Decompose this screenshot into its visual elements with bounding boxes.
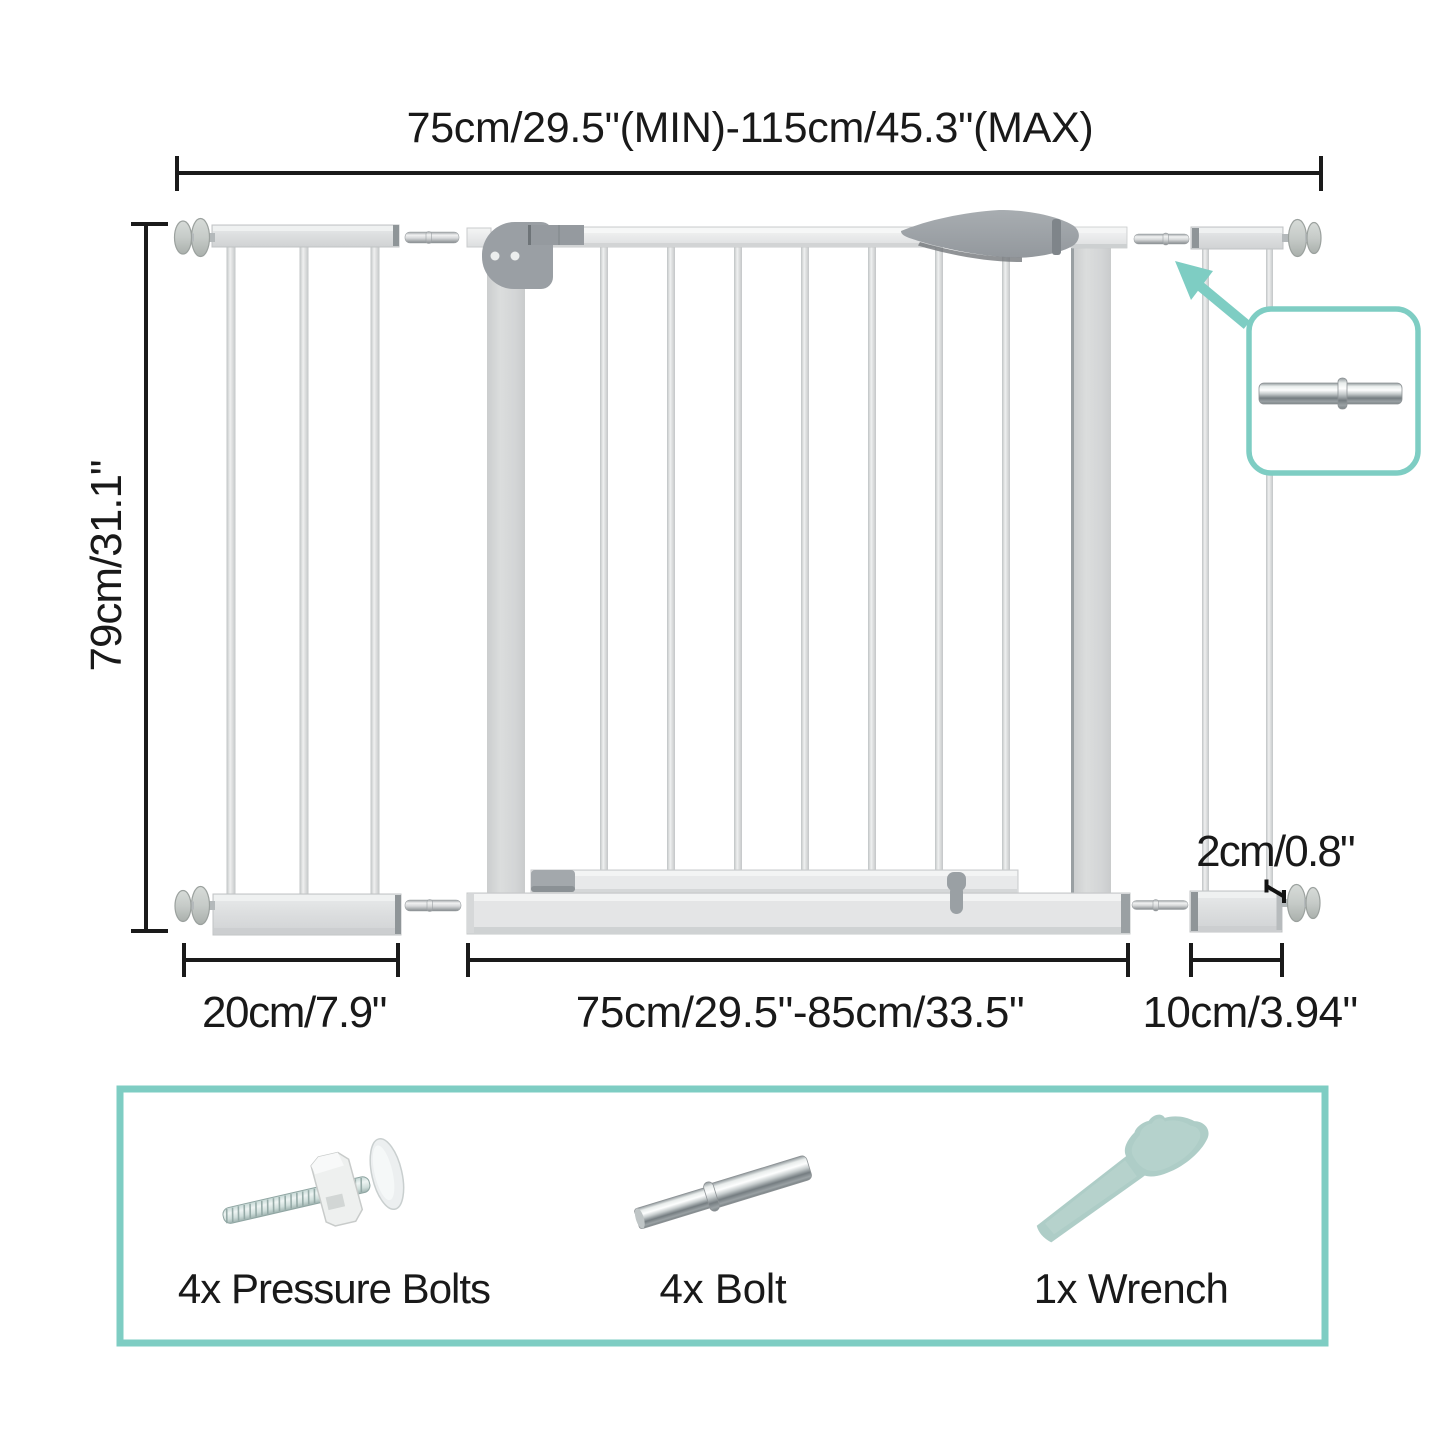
svg-text:4x Pressure Bolts: 4x Pressure Bolts: [178, 1265, 490, 1312]
svg-text:75cm/29.5"(MIN)-115cm/45.3"(MA: 75cm/29.5"(MIN)-115cm/45.3"(MAX): [407, 104, 1094, 152]
svg-text:79cm/31.1": 79cm/31.1": [82, 460, 131, 671]
svg-text:20cm/7.9": 20cm/7.9": [202, 988, 386, 1037]
svg-text:10cm/3.94": 10cm/3.94": [1142, 988, 1357, 1037]
svg-text:1x Wrench: 1x Wrench: [1034, 1265, 1229, 1312]
svg-text:4x Bolt: 4x Bolt: [660, 1265, 788, 1312]
svg-text:2cm/0.8": 2cm/0.8": [1196, 827, 1354, 876]
svg-text:75cm/29.5"-85cm/33.5": 75cm/29.5"-85cm/33.5": [576, 988, 1024, 1037]
